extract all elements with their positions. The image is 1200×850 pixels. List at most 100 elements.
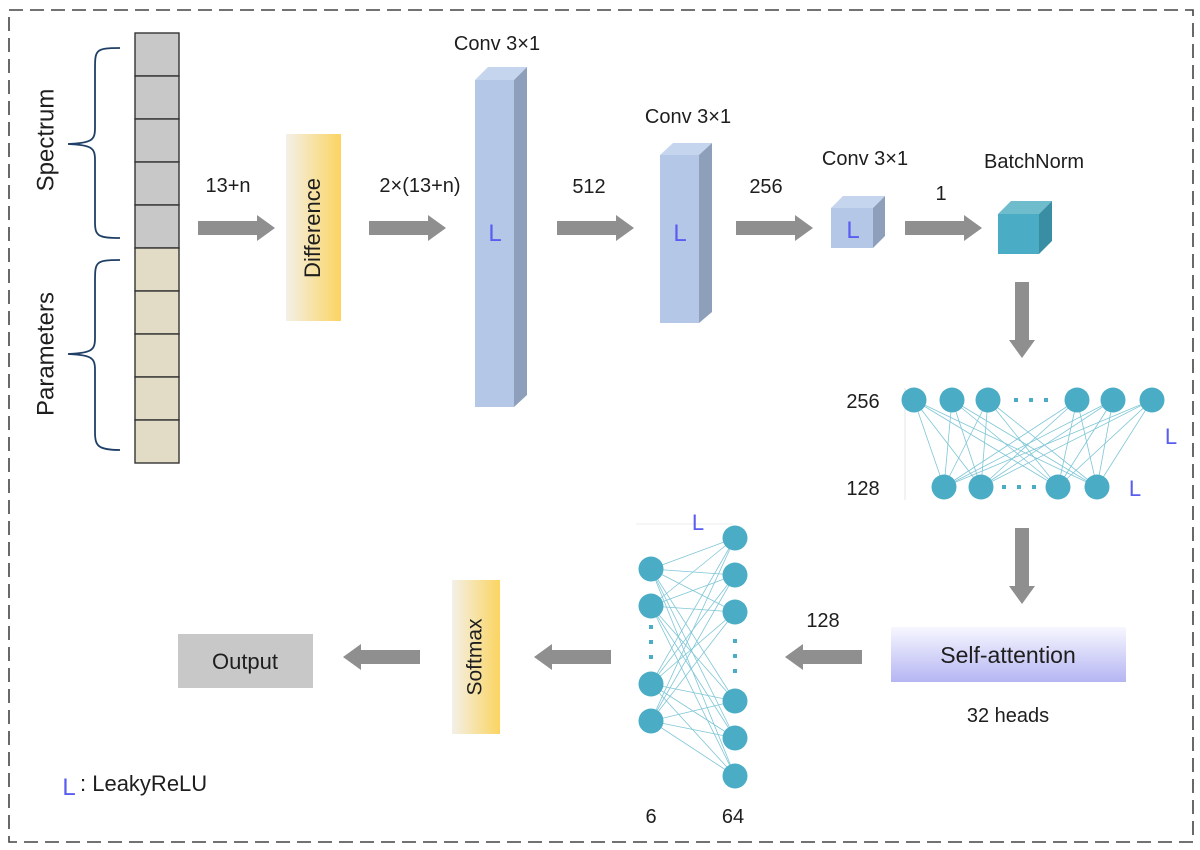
fc1-edge [980,399,989,488]
fc1-connections [913,399,1153,488]
batchnorm-block [998,201,1052,254]
fc1-bottom-activation-marker: L [1129,476,1141,501]
spectrum-label: Spectrum [32,89,59,192]
fc1-ellipsis-dot [1002,485,1006,489]
arrow-attention-to-fc2 [785,644,862,670]
fc2-edge [650,574,736,607]
fc1-edge [943,399,1153,488]
fc1-edge [943,399,1114,488]
fc1-ellipsis-dot [1014,398,1018,402]
parameter-cell [134,376,180,421]
fc2-edge [650,568,736,702]
fc2-edge [650,683,736,702]
fc2-edge [650,683,736,777]
fc2-edge [650,720,736,777]
parameters-brace [67,259,121,451]
fc1-edge [913,399,1059,488]
heads-label: 32 heads [967,705,1049,727]
arrow-batchnorm-to-fc1 [1009,282,1035,358]
input-vector [134,32,180,464]
legend-symbol: L [62,774,75,801]
fc2-activation-marker: L [692,510,704,535]
fc1-layer [901,387,1165,500]
parameters-label: Parameters [32,292,59,416]
fc2-edge [650,605,736,702]
fc2-right-label: 64 [722,806,744,828]
fc2-layer [638,525,748,789]
fc2-right-node [722,599,748,625]
fc1-edge [987,399,1059,488]
fc1-edge [943,399,953,488]
spectrum-cell [134,75,180,120]
softmax-block [452,580,500,734]
fc1-bottom-label: 128 [846,478,879,500]
fc1-ellipsis-dot [1032,485,1036,489]
fc1-top-node [901,387,927,413]
fc2-ellipsis-dot [733,639,737,643]
spectrum-cell [134,204,180,249]
conv3-activation-marker: L [846,217,859,244]
parameter-cell [134,333,180,378]
fc2-ellipsis-dot [649,640,653,644]
fc1-bottom-node [931,474,957,500]
conv3-label: Conv 3×1 [822,148,908,170]
conv1-block [475,67,527,407]
fc1-top-node [975,387,1001,413]
fc1-edge [951,399,1098,488]
fc2-edge [650,700,736,722]
fc2-ellipsis-dot [649,625,653,629]
input-dim-label: 13+n [205,175,250,197]
fc1-top-node [939,387,965,413]
spectrum-cell [134,118,180,163]
fc1-bottom-node [1084,474,1110,500]
fc1-ellipsis-dot [1017,485,1021,489]
fc2-edge [650,605,736,739]
difference-label: Difference [300,178,325,278]
arrow-fc2-to-softmax [534,644,611,670]
fc2-edge [650,605,736,777]
fc1-edge [1096,399,1153,488]
fc2-connections [650,537,736,777]
fc1-edge [1057,399,1078,488]
conv1-out-label: 512 [572,176,605,198]
fc2-right-node [722,725,748,751]
difference-block [286,134,341,321]
fc2-edge [650,537,736,685]
fc2-left-label: 6 [645,806,656,828]
spectrum-cell [134,32,180,77]
fc1-edge [987,399,1098,488]
attention-out-label: 128 [806,610,839,632]
arrow-difference-to-conv1 [369,215,446,241]
arrow-fc1-to-attention [1009,528,1035,604]
fc1-edge [943,399,989,488]
arrow-input-to-difference [198,215,275,241]
fc1-edge [913,399,982,488]
fc1-edge [951,399,1059,488]
legend-text: : LeakyReLU [80,771,207,796]
fc1-bottom-node [1045,474,1071,500]
spectrum-cell [134,161,180,206]
fc1-edge [943,399,1078,488]
conv2-out-label: 256 [749,176,782,198]
arrow-conv2-to-conv3 [736,215,813,241]
fc1-edge [1057,399,1153,488]
outer-frame [8,9,1194,843]
conv3-block [831,196,885,248]
parameter-cell [134,290,180,335]
fc2-ellipsis-dot [733,669,737,673]
fc1-edge [980,399,1153,488]
fc2-ellipsis-dot [733,654,737,658]
arrow-conv3-to-batchnorm [905,215,982,241]
fc2-left-node [638,593,664,619]
fc2-edge [650,574,736,722]
fc1-bottom-node [968,474,994,500]
fc2-edge [650,537,736,722]
parameter-cell [134,247,180,292]
parameter-cell [134,419,180,464]
fc2-edge [650,720,736,739]
fc2-left-node [638,671,664,697]
conv2-activation-marker: L [673,220,686,247]
self-attention-label: Self-attention [940,642,1076,668]
fc1-top-label: 256 [846,391,879,413]
